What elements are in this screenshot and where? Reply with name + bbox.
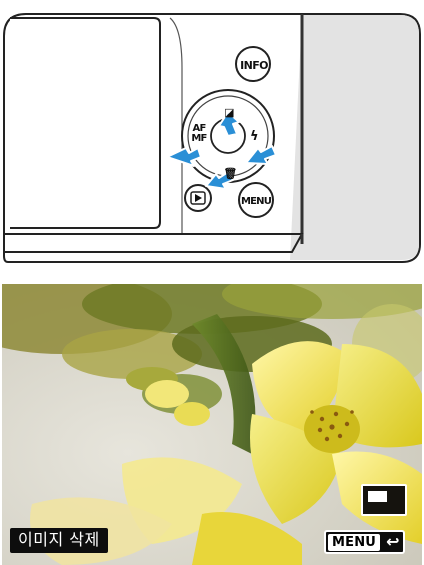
menu-button[interactable]: MENU bbox=[240, 196, 272, 207]
erase-selection-indicator bbox=[361, 484, 407, 516]
af-mf-key[interactable]: AF MF bbox=[188, 124, 210, 144]
erase-image-label: 이미지 삭제 bbox=[10, 528, 108, 553]
erase-indicator-block bbox=[368, 491, 387, 502]
af-label: AF bbox=[192, 123, 207, 134]
camera-back-diagram: INFO MENU AF MF ϟ 🗑︎ ◪ bbox=[2, 8, 422, 266]
flash-icon[interactable]: ϟ bbox=[250, 129, 259, 144]
exposure-compensation-icon[interactable]: ◪ bbox=[224, 106, 234, 119]
menu-return-button[interactable]: MENU ↩ bbox=[324, 530, 406, 554]
image-preview: 이미지 삭제 MENU ↩ bbox=[2, 284, 422, 565]
camera-body-illustration bbox=[3, 13, 421, 263]
flower-photo bbox=[2, 284, 422, 565]
menu-badge: MENU bbox=[328, 533, 381, 551]
return-arrow-icon: ↩ bbox=[386, 532, 400, 551]
trash-icon[interactable]: 🗑︎ bbox=[223, 167, 237, 180]
mf-label: MF bbox=[191, 133, 207, 144]
info-button[interactable]: INFO bbox=[240, 59, 268, 72]
